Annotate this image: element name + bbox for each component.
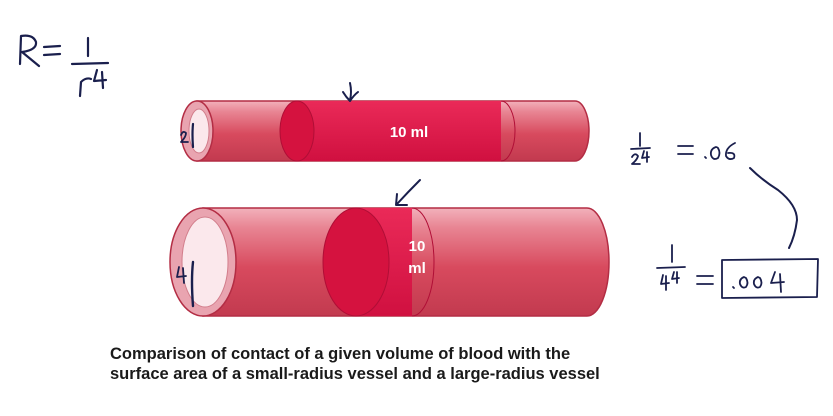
formula-letter-r-upper bbox=[18, 34, 41, 68]
calc-large-exponent-4 bbox=[671, 271, 680, 284]
small-vessel-volume-label: 10 ml bbox=[390, 124, 428, 141]
calc-small-equals bbox=[677, 145, 694, 155]
formula-letter-r bbox=[78, 77, 93, 98]
calc-large-equals bbox=[696, 275, 714, 285]
small-vessel: 10 ml bbox=[180, 100, 590, 162]
large-vessel-blood-back bbox=[411, 207, 435, 317]
calc-large bbox=[656, 244, 819, 299]
small-vessel-radius-2 bbox=[180, 130, 189, 143]
connector-curve bbox=[749, 167, 799, 249]
small-vessel-lumen bbox=[188, 108, 210, 154]
calc-small bbox=[630, 132, 736, 165]
caption-line-2: surface area of a small-radius vessel an… bbox=[110, 365, 600, 383]
small-vessel-blood-front bbox=[279, 100, 315, 162]
calc-small-digit-6 bbox=[725, 142, 736, 161]
small-vessel-radius-line bbox=[191, 122, 195, 149]
large-vessel-blood-front bbox=[322, 207, 390, 317]
large-vessel-volume-line2: ml bbox=[408, 260, 426, 277]
calc-large-base-4 bbox=[660, 274, 670, 291]
large-vessel-radius-line bbox=[190, 260, 195, 308]
calc-large-fraction-bar bbox=[656, 266, 686, 269]
calc-large-digit-0a bbox=[738, 276, 749, 289]
large-vessel-volume-line1: 10 bbox=[409, 238, 426, 255]
arrow-large-vessel bbox=[395, 179, 421, 206]
calc-large-result-box bbox=[721, 258, 819, 299]
figure-caption: Comparison of contact of a given volume … bbox=[110, 344, 750, 384]
arrow-small-vessel bbox=[342, 82, 359, 102]
calc-large-decimal-point bbox=[732, 286, 735, 289]
calc-small-digit-0 bbox=[709, 146, 721, 160]
calc-large-digit-0b bbox=[752, 276, 763, 289]
formula-resistance bbox=[18, 34, 110, 98]
large-vessel: 10 ml bbox=[169, 207, 610, 317]
calc-small-fraction-bar bbox=[630, 147, 651, 150]
calc-small-exponent-4 bbox=[641, 150, 650, 163]
formula-fraction-bar bbox=[70, 61, 110, 66]
calc-small-base-2 bbox=[631, 153, 641, 165]
caption-line-1: Comparison of contact of a given volume … bbox=[110, 345, 571, 363]
small-vessel-blood bbox=[297, 101, 501, 161]
small-vessel-blood-back bbox=[500, 100, 516, 162]
formula-equals bbox=[42, 44, 62, 57]
calc-large-digit-4 bbox=[770, 271, 785, 293]
large-vessel-radius-4 bbox=[176, 266, 187, 284]
large-vessel-lumen bbox=[181, 216, 229, 308]
formula-exponent-4 bbox=[92, 68, 108, 90]
calc-small-decimal-point bbox=[704, 156, 707, 159]
